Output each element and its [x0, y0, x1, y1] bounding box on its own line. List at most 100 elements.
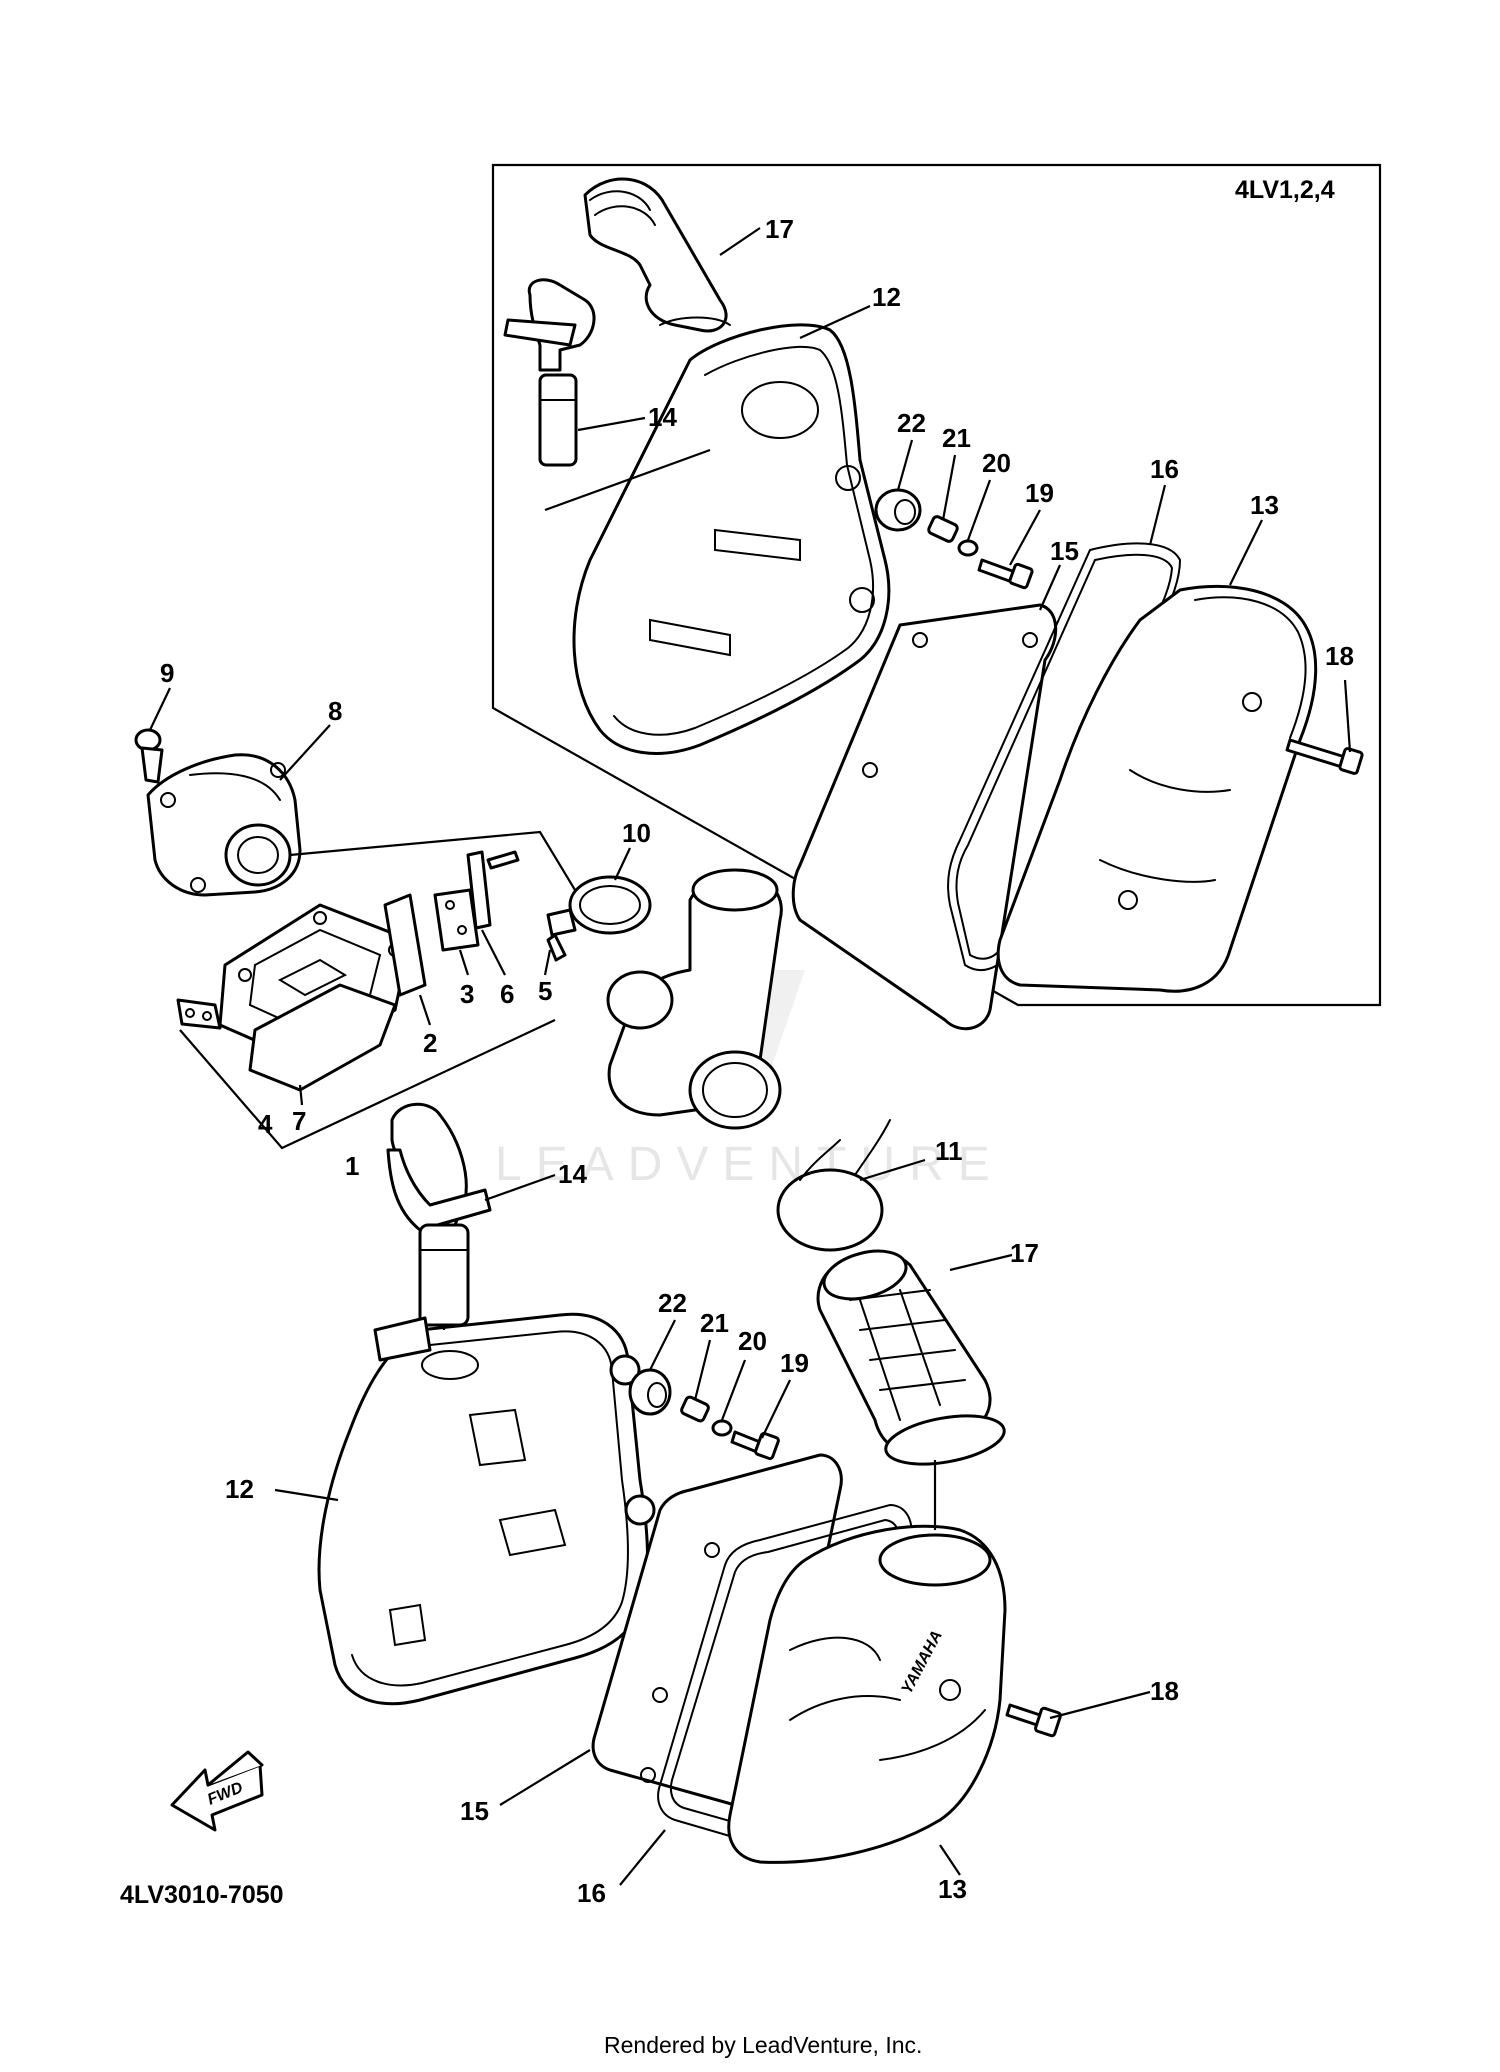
callout-8: 8 [328, 696, 342, 726]
reed-petal-2 [383, 893, 427, 997]
plate-4 [176, 998, 222, 1030]
callout-13-inset: 13 [1250, 490, 1279, 520]
inset-leader-18 [1343, 679, 1352, 753]
callout-6: 6 [500, 979, 514, 1009]
collar-21 [680, 1395, 710, 1423]
forward-arrow-icon: FWD [170, 1750, 264, 1832]
leader-14 [484, 1173, 556, 1202]
intake-hose-17 [816, 1249, 1006, 1466]
callout-13: 13 [938, 1874, 967, 1904]
callout-9: 9 [160, 658, 174, 688]
leader-17 [949, 1253, 1013, 1272]
inset-leader-21 [941, 454, 957, 521]
callout-12-inset: 12 [872, 282, 901, 312]
callout-10: 10 [622, 818, 651, 848]
callout-15-inset: 15 [1050, 536, 1079, 566]
leader-20 [720, 1359, 747, 1421]
leader-3 [458, 949, 470, 976]
leader-18 [1049, 1690, 1151, 1720]
callout-4: 4 [258, 1109, 273, 1139]
callout-18: 18 [1150, 1676, 1179, 1706]
leader-15 [499, 1749, 591, 1806]
diagram-code: 4LV3010-7050 [120, 1881, 284, 1909]
seal-11 [776, 1119, 891, 1252]
inset-frame [491, 163, 1382, 1007]
leader-11 [859, 1158, 926, 1182]
leader-13 [939, 1844, 961, 1876]
callout-19-inset: 19 [1025, 478, 1054, 508]
inset-leader-13 [1229, 519, 1263, 586]
washer-20 [711, 1419, 733, 1437]
inset-intake-hose [583, 177, 731, 333]
inset-leader-16 [1148, 484, 1167, 546]
callout-1: 1 [345, 1151, 359, 1181]
callout-14: 14 [558, 1159, 587, 1189]
callout-5: 5 [538, 976, 552, 1006]
inset-leader-14b [544, 448, 711, 512]
reed-assembly-bracket [179, 1019, 556, 1150]
inset-washer-20 [957, 539, 979, 557]
callout-22: 22 [658, 1288, 687, 1318]
leader-6 [481, 929, 506, 976]
leader-19 [761, 1379, 791, 1439]
callout-11: 11 [935, 1136, 963, 1166]
reed-stopper-3 [433, 888, 480, 952]
gasket-6 [466, 850, 492, 930]
footer-credit: Rendered by LeadVenture, Inc. [604, 2032, 922, 2058]
leader-2 [418, 994, 432, 1026]
callout-15: 15 [460, 1796, 489, 1826]
inset-leader-15 [1038, 564, 1062, 611]
clamp-10 [568, 875, 652, 935]
callout-16-inset: 16 [1150, 454, 1179, 484]
air-cleaner-cover-13: YAMAHA [727, 1524, 1007, 1864]
bolt-19 [730, 1430, 780, 1461]
inset-collar-21 [927, 515, 959, 543]
callout-20: 20 [738, 1326, 767, 1356]
callout-18-inset: 18 [1325, 641, 1354, 671]
inset-breather-elbow [503, 278, 596, 467]
callout-21: 21 [700, 1308, 729, 1338]
callout-14-inset: 14 [648, 402, 677, 432]
air-cleaner-case-12 [317, 1312, 656, 1706]
leader-5 [543, 949, 552, 976]
leader-10 [614, 847, 631, 881]
leader-9 [149, 687, 171, 731]
inset-leader-17 [719, 227, 761, 256]
callout-17-inset: 17 [765, 214, 794, 244]
inset-air-cleaner-cover [996, 584, 1318, 993]
callout-12: 12 [225, 1474, 254, 1504]
reed-assembly-outline [289, 830, 576, 891]
callout-17: 17 [1010, 1238, 1039, 1268]
inset-leader-19 [1009, 509, 1041, 566]
inset-leader-22 [896, 439, 914, 491]
callout-7: 7 [292, 1106, 306, 1136]
inset-air-filter-element [791, 603, 1058, 1031]
callout-21-inset: 21 [942, 423, 971, 453]
callout-20-inset: 20 [982, 448, 1011, 478]
inset-leader-20 [966, 479, 992, 541]
screw-18 [1005, 1703, 1062, 1738]
callout-3: 3 [460, 979, 474, 1009]
inset-leader-12 [799, 304, 871, 340]
intake-manifold-8 [146, 753, 302, 897]
leader-22 [649, 1319, 676, 1371]
leader-12 [274, 1488, 339, 1502]
leader-16 [619, 1829, 666, 1886]
leader-21 [693, 1339, 712, 1401]
inset-model-label: 4LV1,2,4 [1235, 176, 1335, 204]
leader-7 [298, 1084, 304, 1106]
inset-air-cleaner-case [572, 323, 891, 755]
gasket-7 [248, 983, 397, 1092]
callout-16: 16 [577, 1878, 606, 1908]
inset-leader-14 [577, 416, 646, 432]
leader-8 [279, 724, 331, 781]
screw-5 [486, 850, 577, 962]
bolt-9 [134, 728, 164, 784]
callout-2: 2 [423, 1028, 437, 1058]
breather-elbow-14 [386, 1102, 492, 1327]
intake-joint [606, 868, 783, 1130]
inset-grommet-22 [874, 488, 922, 532]
callout-22-inset: 22 [897, 408, 926, 438]
inset-bolt-19 [977, 558, 1034, 590]
